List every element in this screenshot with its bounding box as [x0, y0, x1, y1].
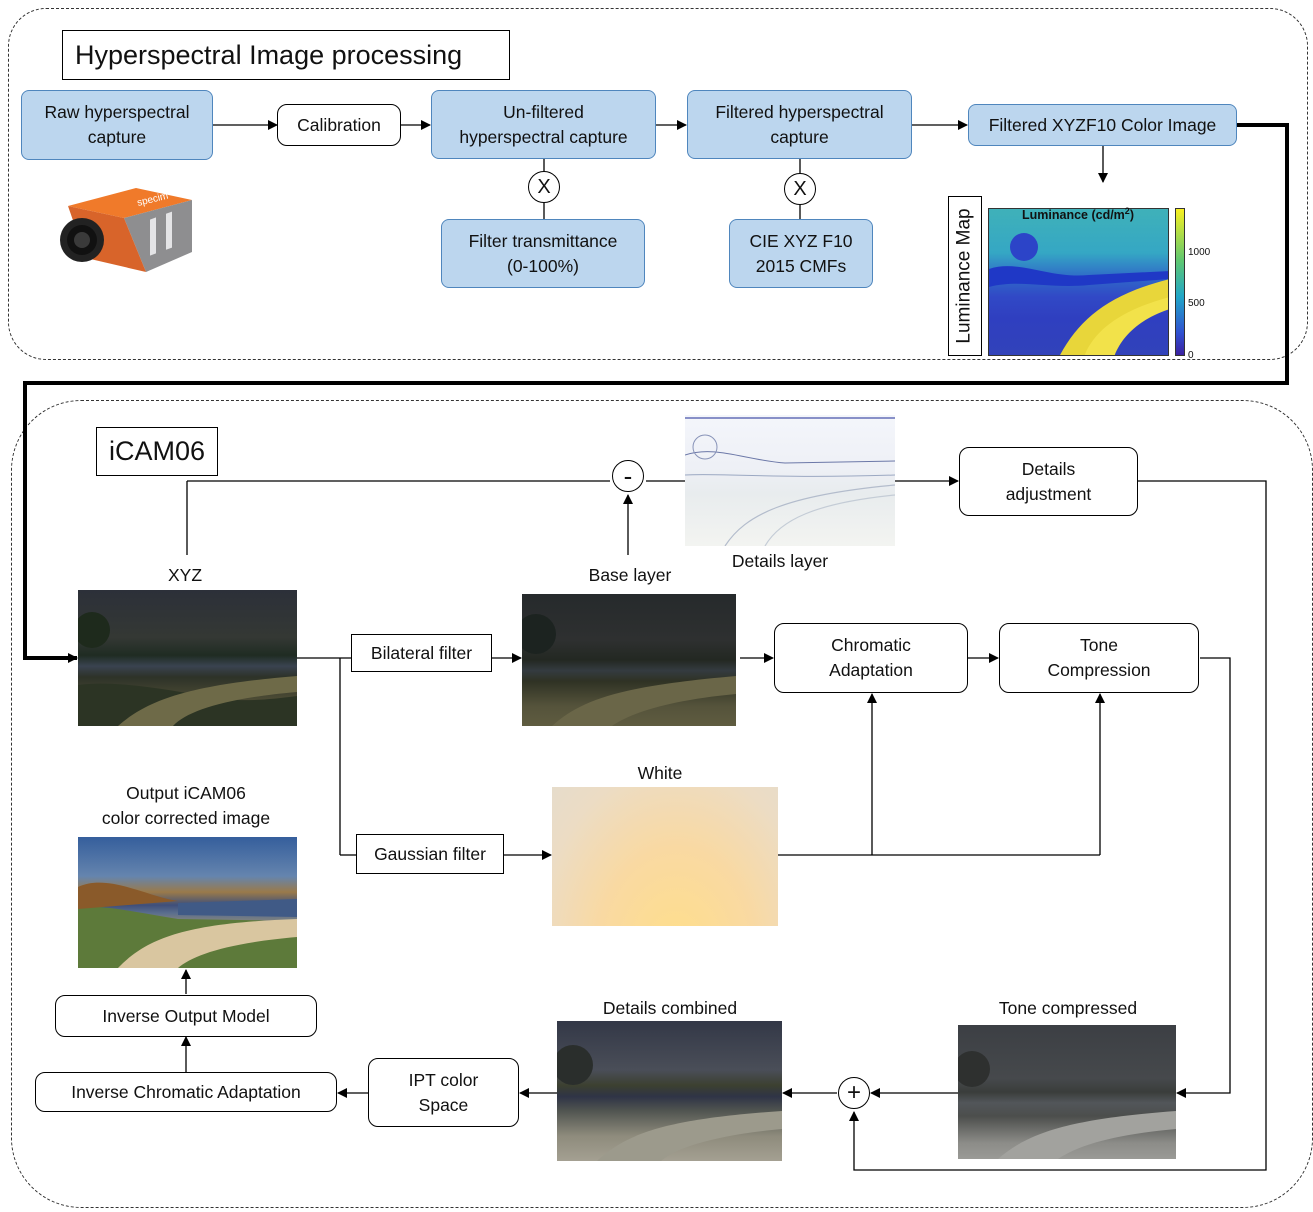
hyperspectral-panel	[8, 8, 1308, 360]
tone-compressed-label: Tone compressed	[998, 998, 1138, 1018]
icam06-title-text: iCAM06	[109, 436, 206, 466]
details-combined-image	[557, 1021, 782, 1161]
base-layer-image	[522, 594, 736, 726]
plus-operator: +	[838, 1077, 870, 1109]
hyperspectral-title-text: Hyperspectral Image processing	[75, 39, 463, 70]
filtered-color-image-box: Filtered XYZF10 Color Image	[968, 104, 1237, 146]
white-image	[552, 787, 778, 926]
bilateral-filter-box: Bilateral filter	[351, 634, 492, 672]
unfiltered-capture-box: Un-filtered hyperspectral capture	[431, 90, 656, 159]
gaussian-filter-box: Gaussian filter	[356, 834, 504, 874]
multiply-operator-2: X	[784, 173, 816, 205]
filtered-capture-box: Filtered hyperspectral capture	[687, 90, 912, 159]
luminance-colorbar	[1175, 208, 1185, 356]
luminance-map-label: Luminance Map	[954, 208, 976, 344]
inverse-chromatic-adaptation-box: Inverse Chromatic Adaptation	[35, 1072, 337, 1112]
chromatic-adaptation-box: Chromatic Adaptation	[774, 623, 968, 693]
tone-compression-box: Tone Compression	[999, 623, 1199, 693]
luminance-plot-title: Luminance (cd/m2)	[1022, 206, 1134, 223]
xyz-image	[78, 590, 297, 726]
luminance-map-label-box: Luminance Map	[948, 196, 982, 356]
calibration-box: Calibration	[277, 104, 401, 146]
minus-operator: -	[612, 460, 644, 492]
output-image-label: Output iCAM06 color corrected image	[101, 783, 271, 828]
xyz-label: XYZ	[167, 565, 203, 585]
details-layer-image	[685, 415, 895, 546]
colorbar-tick-1000: 1000	[1188, 247, 1211, 258]
details-adjustment-box: Details adjustment	[959, 447, 1138, 516]
icam06-title: iCAM06	[96, 427, 218, 476]
filter-transmittance-box: Filter transmittance (0-100%)	[441, 219, 645, 288]
colorbar-tick-0: 0	[1188, 350, 1194, 361]
multiply-operator-1: X	[528, 171, 560, 203]
details-layer-label: Details layer	[731, 551, 829, 571]
raw-capture-box: Raw hyperspectral capture	[21, 90, 213, 160]
output-icam06-image	[78, 837, 297, 968]
details-combined-label: Details combined	[602, 998, 738, 1018]
colorbar-tick-500: 500	[1188, 298, 1205, 309]
cie-cmfs-box: CIE XYZ F10 2015 CMFs	[729, 219, 873, 288]
inverse-output-model-box: Inverse Output Model	[55, 995, 317, 1037]
ipt-color-space-box: IPT color Space	[368, 1058, 519, 1127]
luminance-map-image	[988, 208, 1169, 356]
white-label: White	[637, 763, 683, 783]
camera-icon: specim	[60, 188, 192, 272]
tone-compressed-image	[958, 1025, 1176, 1159]
base-layer-label: Base layer	[588, 565, 672, 585]
hyperspectral-title: Hyperspectral Image processing	[62, 30, 510, 80]
